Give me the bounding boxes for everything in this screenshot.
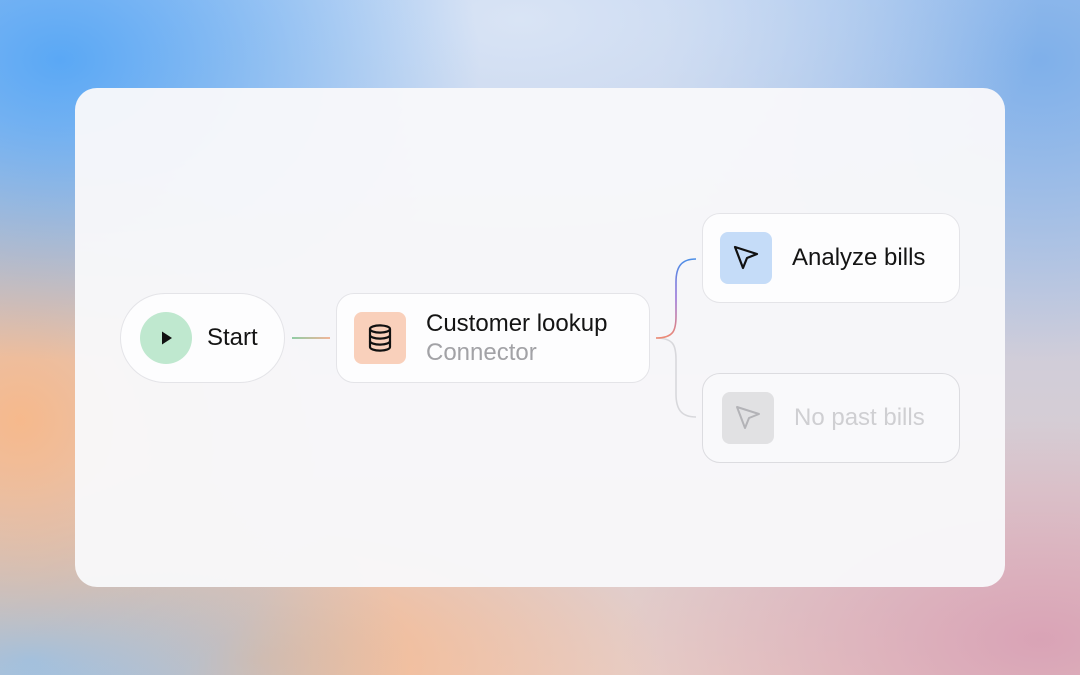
customer-lookup-subtitle: Connector (426, 339, 537, 366)
analyze-bills-node[interactable]: Analyze bills (702, 213, 960, 303)
customer-lookup-title: Customer lookup (426, 310, 608, 337)
database-icon (354, 312, 406, 364)
cursor-arrow-icon (720, 232, 772, 284)
analyze-bills-label: Analyze bills (792, 244, 926, 271)
start-node[interactable]: Start (120, 293, 285, 383)
no-past-bills-node[interactable]: No past bills (702, 373, 960, 463)
edge-lookup-to-no-past-bills (655, 337, 697, 418)
start-label: Start (207, 324, 258, 351)
play-icon (140, 312, 192, 364)
no-past-bills-label: No past bills (794, 404, 925, 431)
edge-lookup-to-analyze-bills (655, 258, 697, 339)
customer-lookup-node[interactable]: Customer lookup Connector (336, 293, 650, 383)
cursor-arrow-icon (722, 392, 774, 444)
